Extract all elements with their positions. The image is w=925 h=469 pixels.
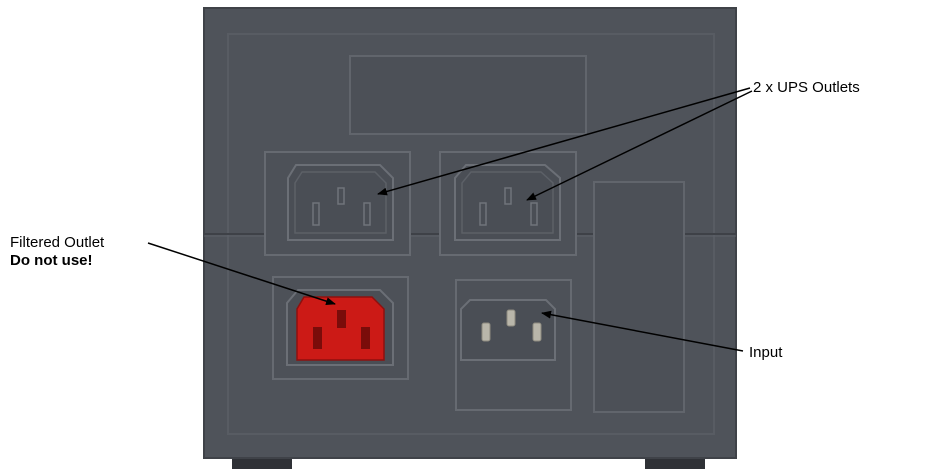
foot-left: [232, 456, 292, 469]
filtered-outlet-title: Filtered Outlet: [10, 234, 105, 251]
foot-right: [645, 456, 705, 469]
ups-outlets-label: 2 x UPS Outlets: [753, 79, 860, 96]
ups-outlet-icon: [264, 151, 411, 256]
ups-arrow-2: [526, 90, 753, 201]
filtered-outlet-label: Filtered Outlet Do not use!: [10, 234, 104, 270]
display-window: [349, 55, 587, 135]
filtered-outlet-icon: [272, 276, 409, 380]
input-inlet-icon: [455, 279, 572, 411]
filtered-outlet-warning: Do not use!: [10, 252, 93, 269]
filtered-arrow: [147, 242, 336, 306]
ups-arrow-1: [377, 87, 751, 196]
input-label: Input: [749, 344, 783, 361]
ups-outlet-icon: [439, 151, 577, 256]
side-panel: [593, 181, 685, 413]
input-arrow: [541, 310, 744, 352]
